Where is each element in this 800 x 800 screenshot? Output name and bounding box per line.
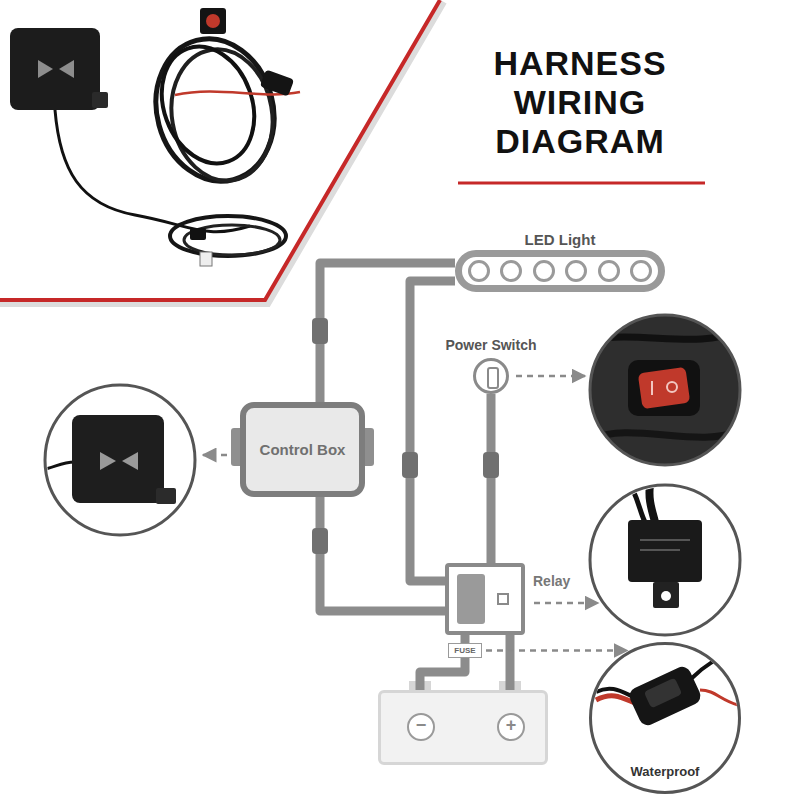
wire (590, 430, 740, 440)
mount-hole (661, 591, 671, 601)
red-wire (700, 690, 738, 705)
waterproof-callout: Waterproof (589, 642, 741, 794)
wire (420, 658, 465, 690)
power-switch: Power Switch (473, 358, 509, 394)
led-row (468, 257, 652, 285)
node-label: FUSE (454, 647, 475, 655)
wire (487, 394, 496, 563)
led-lamp (598, 260, 620, 282)
box-mark (38, 60, 53, 78)
box-mark (100, 452, 116, 470)
red-divider (0, 0, 440, 300)
relay-photo (628, 520, 702, 582)
wire-plug (402, 452, 418, 478)
wire (692, 650, 735, 678)
polarity-sign: − (407, 713, 435, 741)
node-label: LED Light (525, 231, 596, 248)
led-lamp (500, 260, 522, 282)
wire-coil (170, 216, 286, 256)
wire-coil (161, 41, 282, 188)
photo-ground (590, 643, 740, 793)
wire-plug (312, 318, 328, 344)
cable (40, 462, 75, 470)
cable (632, 488, 645, 522)
control-box-photo (10, 28, 100, 110)
wire-coil (184, 225, 280, 255)
wire (590, 330, 740, 340)
relay-contact (497, 593, 509, 605)
polarity-sign: + (497, 713, 525, 741)
switch-rocker (206, 14, 220, 28)
switch-rocker (638, 367, 691, 409)
led-lamp (630, 260, 652, 282)
photo-callout (45, 385, 195, 535)
wire (506, 635, 515, 690)
photo-callout (590, 485, 740, 635)
switch-symbol (487, 367, 499, 389)
title: HARNESS WIRING DIAGRAM (455, 44, 705, 161)
switch-housing (628, 360, 700, 416)
node-label: Control Box (260, 441, 346, 458)
led-lamp (565, 260, 587, 282)
relay-print (640, 539, 690, 541)
led-lamp (533, 260, 555, 282)
switch-mark (651, 381, 653, 395)
led-lamp (468, 260, 490, 282)
switch-photo (200, 8, 226, 34)
box-mark (59, 60, 74, 78)
dashed-leader (203, 454, 227, 457)
cable (55, 110, 250, 232)
node-label: Waterproof (627, 764, 704, 779)
plug-end (200, 252, 212, 266)
wire-plug (312, 528, 328, 554)
fuse-cap (644, 678, 682, 709)
dashed-arrow (486, 649, 627, 652)
photo-callout (590, 315, 740, 465)
mount-tab (92, 92, 108, 108)
led-light-bar: LED Light (455, 250, 665, 292)
title-underline (458, 182, 705, 185)
relay-print (640, 549, 680, 551)
wire-plug (483, 452, 499, 478)
mount-tab (653, 582, 679, 608)
dashed-leader (516, 375, 585, 378)
wire (320, 497, 445, 611)
box-mark (122, 452, 138, 470)
dashed-leader (534, 602, 598, 605)
node-label: Relay (533, 573, 570, 589)
control-box-photo (72, 415, 164, 503)
cable (649, 485, 655, 522)
wire-coil (140, 25, 289, 194)
fuse-box: FUSE (448, 643, 482, 658)
control-box: Control Box (240, 402, 365, 497)
mount-tab (156, 488, 176, 504)
relay-box: Relay (445, 563, 525, 635)
node-label: Power Switch (445, 337, 536, 353)
wire (410, 281, 455, 581)
switch-mark (667, 382, 677, 392)
battery: −+ (378, 690, 548, 765)
fuse-holder (260, 69, 294, 96)
wire (461, 635, 470, 643)
wire-coil (146, 34, 270, 177)
plug (190, 228, 206, 240)
relay-coil (457, 574, 485, 624)
fuse-holder-photo (627, 664, 704, 728)
